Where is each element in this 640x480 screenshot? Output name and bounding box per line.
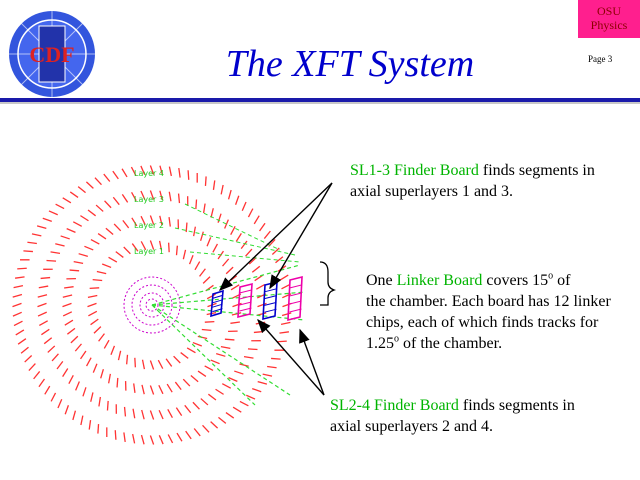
- cdf-logo: CDF: [6, 8, 98, 100]
- sl13-text-2: axial superlayers 1 and 3.: [350, 183, 514, 200]
- svg-text:CDF: CDF: [29, 42, 74, 67]
- superlayer-ring-4: [12, 165, 292, 445]
- inner-circle-2: [131, 284, 173, 326]
- superlayer-ring-1: [87, 240, 217, 370]
- layer-label-3: Layer 3: [134, 195, 164, 204]
- guide-line-3: [184, 203, 281, 251]
- layer-label-1: Layer 1: [134, 247, 164, 256]
- superlayer-ring-3: [37, 190, 267, 420]
- guide-line-1: [189, 251, 301, 263]
- annotation-arrow-1: [218, 182, 333, 291]
- sl24-text-1: finds segments in: [458, 397, 575, 414]
- annotation-arrow-3: [257, 318, 325, 396]
- annotation-arrow-4: [299, 328, 325, 396]
- header-rule-shadow: [0, 102, 640, 104]
- osu-physics-badge: OSU Physics: [578, 0, 640, 38]
- inner-circle-1: [123, 276, 181, 334]
- linker-deg: o: [548, 270, 554, 282]
- wedge-line-2: [151, 291, 306, 306]
- linker-board-name: Linker Board: [396, 272, 483, 289]
- superlayer-rings: [12, 165, 292, 445]
- badge-line-1: OSU: [596, 4, 621, 18]
- finder-board-1: [210, 289, 224, 318]
- superlayer-ring-2: [62, 215, 242, 395]
- wedge-line-5: [151, 304, 291, 396]
- inner-circle-3: [139, 292, 165, 318]
- page-number: Page 3: [588, 54, 613, 64]
- badge-line-2: Physics: [590, 18, 628, 32]
- page-title: The XFT System: [225, 43, 475, 85]
- sl13-board-name: SL1-3 Finder Board: [350, 162, 479, 179]
- wedge-line-1: [151, 264, 301, 306]
- linker-brace: [319, 261, 337, 306]
- header-rule: [0, 98, 640, 102]
- linker-post: covers 15: [482, 272, 549, 289]
- linker-wedge-lines: [151, 203, 306, 406]
- sl24-board-name: SL2-4 Finder Board: [330, 397, 459, 414]
- wedge-line-4: [151, 304, 256, 406]
- linker-pre: One: [366, 272, 397, 289]
- sl13-text-1: finds segments in: [478, 162, 595, 179]
- linker-text-4a: 1.25: [366, 335, 394, 352]
- linker-text-4b: of the chamber.: [399, 335, 503, 352]
- layer-label-4: Layer 4: [134, 169, 164, 178]
- sl13-annotation: SL1-3 Finder Board finds segments in axi…: [350, 160, 640, 202]
- linker-text-3: chips, each of which finds tracks for: [366, 314, 599, 331]
- annotation-arrow-2: [269, 182, 333, 290]
- layer-label-2: Layer 2: [134, 221, 164, 230]
- annotation-arrows: [218, 182, 337, 396]
- sl24-annotation: SL2-4 Finder Board finds segments in axi…: [330, 395, 630, 437]
- finder-board-2: [237, 282, 253, 319]
- linker-annotation: One Linker Board covers 15o of the chamb…: [366, 270, 640, 354]
- linker-post2: of: [553, 272, 571, 289]
- finder-board-4: [287, 275, 303, 322]
- inner-circle-4: [145, 298, 159, 312]
- linker-deg-2: o: [394, 333, 399, 345]
- wedge-line-3: [151, 304, 306, 321]
- sl24-text-2: axial superlayers 2 and 4.: [330, 418, 494, 435]
- layer-labels: Layer 4 Layer 3 Layer 2 Layer 1: [134, 169, 164, 256]
- finder-boards: [210, 275, 303, 322]
- inner-detector: [123, 276, 181, 334]
- linker-text-2: the chamber. Each board has 12 linker: [366, 293, 611, 310]
